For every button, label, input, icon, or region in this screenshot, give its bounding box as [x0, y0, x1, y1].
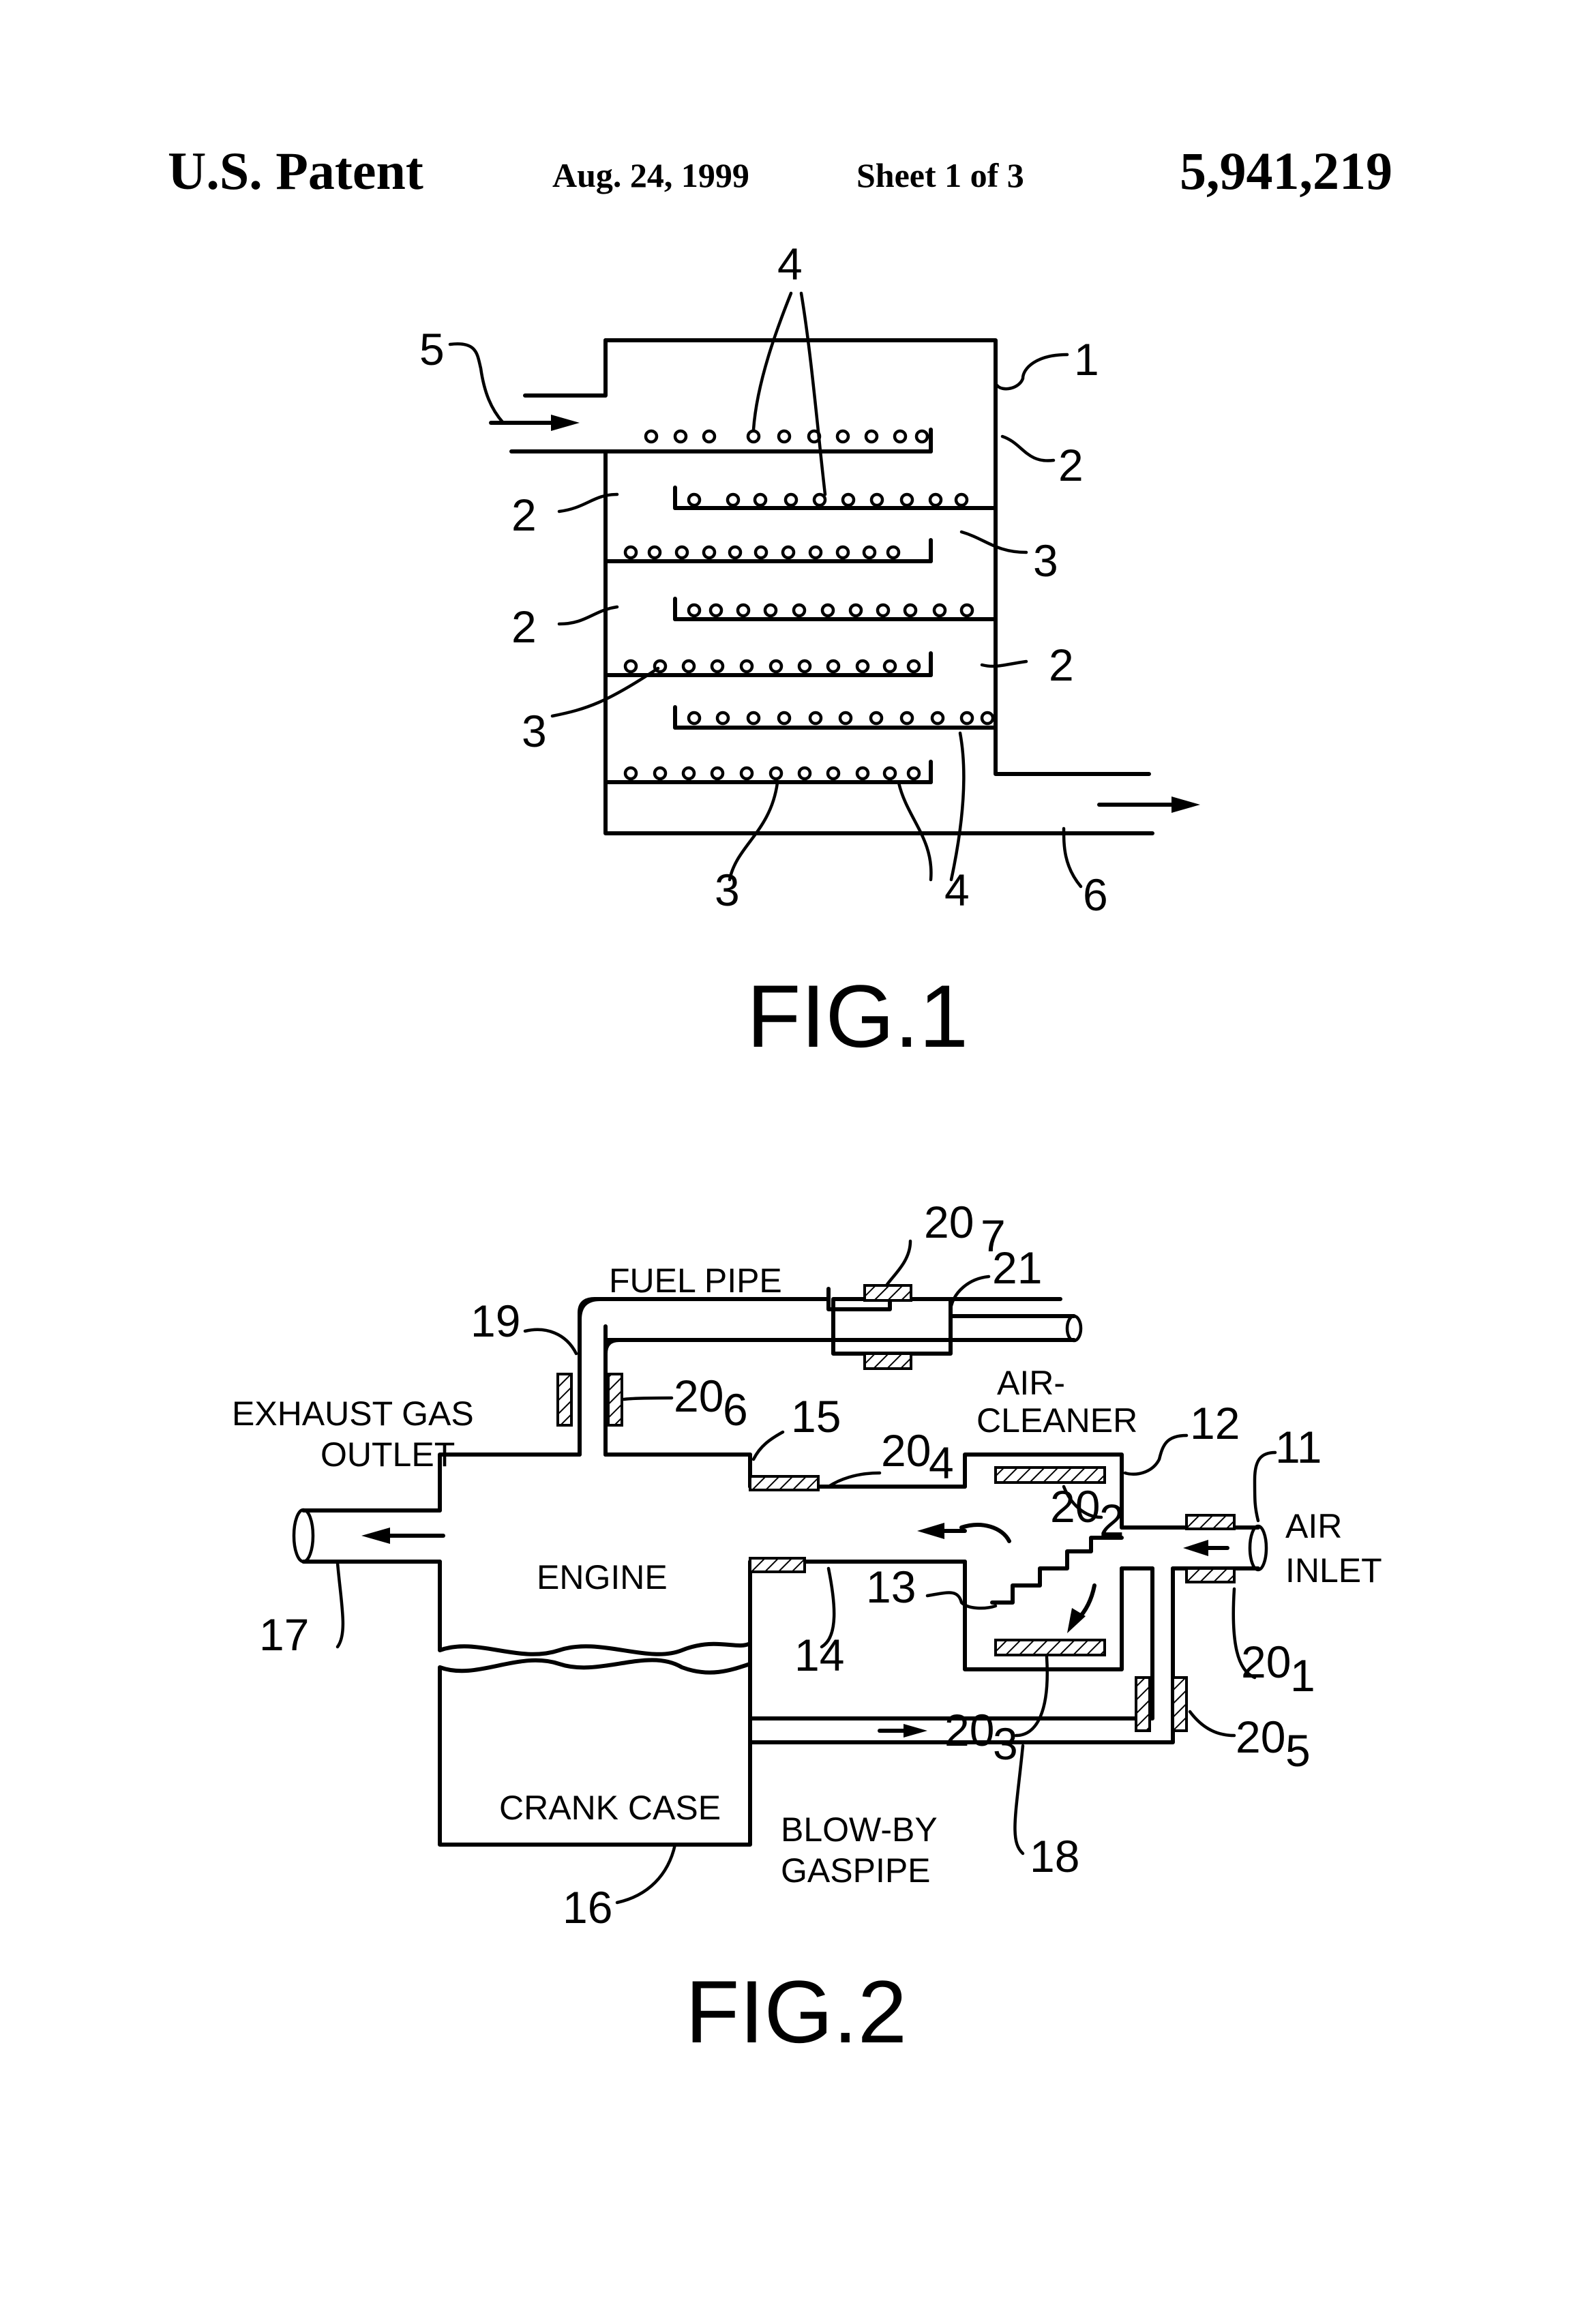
fig2-sensor-20-5-left — [1136, 1678, 1150, 1731]
fig2-ref-20-5: 20 — [1236, 1712, 1285, 1762]
fig2-ref-20-4: 20 — [881, 1425, 931, 1476]
fig2-intake — [606, 1455, 750, 1487]
fig2-ref-16: 16 — [563, 1882, 612, 1933]
fig2-label-blowby-2: GASPIPE — [781, 1851, 931, 1890]
fig2-exhaust-arrow — [361, 1528, 443, 1544]
fig2-ref-13: 13 — [866, 1562, 916, 1612]
fig2-ref-20-5-sub: 5 — [1285, 1725, 1311, 1776]
fig1-caption: FIG.1 — [747, 966, 968, 1066]
fig2-ref-20-6-sub: 6 — [723, 1384, 748, 1435]
fig2-ref-20-3: 20 — [944, 1705, 994, 1755]
fig2-ref-12: 12 — [1190, 1398, 1240, 1448]
fig1-diagram: 5 4 1 2 2 3 2 2 3 3 4 6 FIG.1 — [419, 239, 1200, 1066]
fig1-ref-6: 6 — [1083, 869, 1108, 920]
fig1-vessel-wall — [606, 340, 1149, 774]
fig2-ref-11: 11 — [1275, 1422, 1322, 1472]
fig2-ref-18: 18 — [1030, 1831, 1079, 1881]
fig1-ref-5: 5 — [419, 324, 445, 374]
fig2-sensor-20-5-right — [1173, 1678, 1186, 1731]
fig2-label-air-cleaner-1: AIR- — [997, 1364, 1065, 1402]
fig2-sensor-20-1-top — [1186, 1515, 1234, 1529]
fig2-ref-20-3-sub: 3 — [993, 1718, 1018, 1769]
fig2-sensor-20-7-top — [865, 1285, 911, 1300]
fig2-ref-20-2-sub: 2 — [1099, 1495, 1124, 1545]
fig1-ref-2-right-mid: 2 — [1049, 640, 1074, 690]
fig2-ref-19: 19 — [471, 1296, 520, 1346]
fig2-ref-20-1-sub: 1 — [1290, 1650, 1315, 1701]
fig2-sensor-20-6-left — [558, 1374, 571, 1425]
fig2-ref-21: 21 — [992, 1242, 1042, 1293]
fig2-air-inlet-arrow — [1183, 1540, 1227, 1556]
fig2-caption: FIG.2 — [685, 1962, 907, 2061]
fig2-ref-20-7: 20 — [924, 1197, 974, 1247]
fig2-label-engine: ENGINE — [537, 1558, 668, 1596]
fig1-ref-1: 1 — [1074, 334, 1099, 385]
fig1-ref-3-right: 3 — [1033, 535, 1058, 586]
fig2-sensor-14-pad — [750, 1558, 805, 1572]
fig2-filter-20-2 — [996, 1468, 1105, 1483]
fig2-fuel-pipe — [580, 1313, 606, 1340]
fig2-ref-20-6: 20 — [674, 1371, 723, 1421]
fig2-blowby-arrow — [880, 1724, 927, 1738]
fig1-outlet-arrow — [1099, 796, 1200, 813]
fig2-ref-20-1: 20 — [1241, 1637, 1291, 1687]
fig1-ref-3-left: 3 — [522, 706, 547, 756]
fig2-label-fuel-pipe: FUEL PIPE — [609, 1262, 782, 1300]
fig2-label-blowby-1: BLOW-BY — [781, 1811, 938, 1849]
fig1-inlet-duct — [525, 340, 606, 396]
fig2-filter-20-3 — [996, 1640, 1105, 1655]
fig2-label-air-inlet-2: INLET — [1285, 1551, 1382, 1590]
fig2-sensor-20-7-bottom — [865, 1354, 911, 1369]
fig2-flow-arrows — [917, 1523, 1094, 1633]
fig2-sensor-20-4 — [750, 1476, 818, 1490]
fig2-sensor-20-1-bottom — [1186, 1568, 1234, 1582]
fig1-ref-4-top: 4 — [777, 239, 803, 289]
fig1-leader-lines — [450, 293, 1081, 887]
fig2-ref-20-2: 20 — [1050, 1481, 1100, 1532]
fig2-label-air-cleaner-2: CLEANER — [976, 1401, 1137, 1440]
fig1-ref-4-bottom: 4 — [944, 865, 970, 915]
fig1-ref-2-left-mid: 2 — [511, 601, 537, 652]
fig2-label-crank-case: CRANK CASE — [499, 1789, 721, 1827]
fig1-ref-2-left-top: 2 — [511, 490, 537, 540]
fig2-ref-20-4-sub: 4 — [929, 1437, 954, 1488]
fig2-ref-17: 17 — [259, 1609, 309, 1660]
fig2-label-exhaust-2: OUTLET — [320, 1435, 455, 1474]
fig2-label-air-inlet-1: AIR — [1285, 1507, 1342, 1545]
fig1-ref-3-bottom: 3 — [715, 865, 740, 915]
fig2-label-exhaust-1: EXHAUST GAS — [232, 1395, 474, 1433]
fig1-ref-2-right-top: 2 — [1058, 440, 1084, 490]
fig2-ref-14: 14 — [794, 1630, 844, 1680]
fig2-diagram: FUEL PIPE EXHAUST GAS OUTLET AIR- CLEANE… — [232, 1197, 1382, 2061]
fig2-ref-15: 15 — [791, 1391, 841, 1442]
fig2-sensor-20-6-right — [608, 1374, 622, 1425]
